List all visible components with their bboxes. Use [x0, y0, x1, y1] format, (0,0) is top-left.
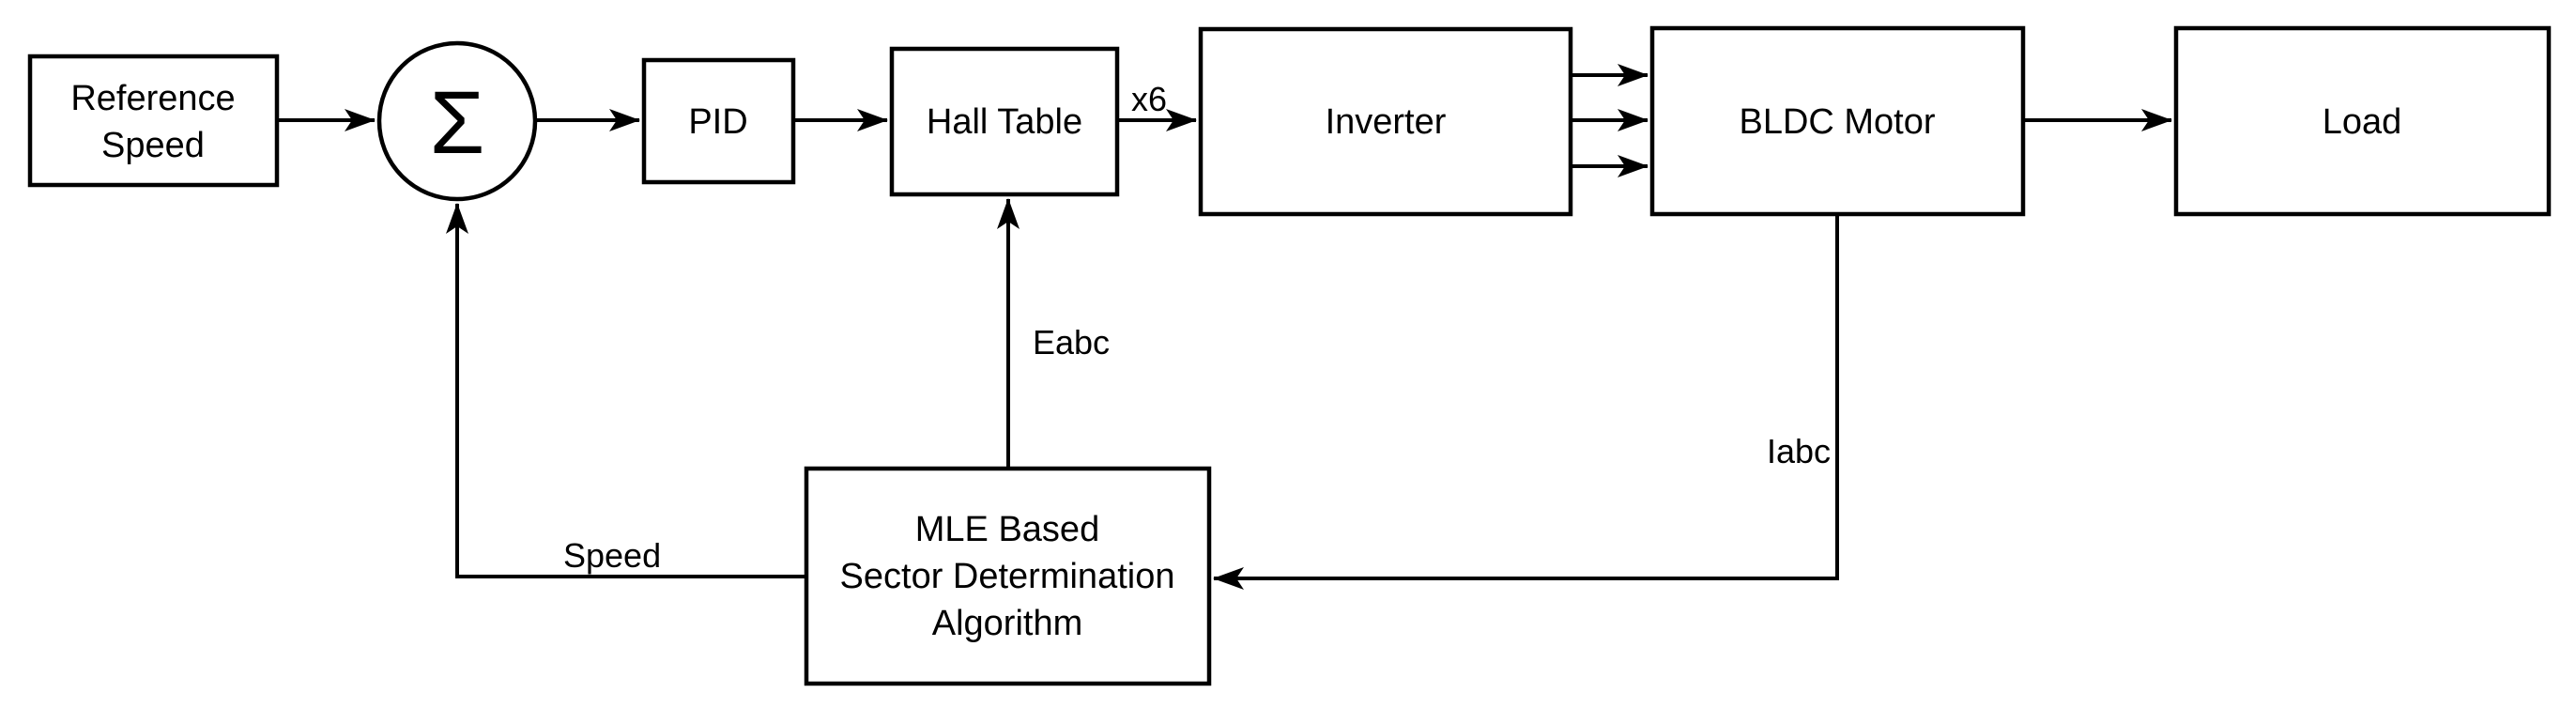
edge-bldc-currents-to-mle — [1213, 214, 1839, 590]
node-bldc-motor: BLDC Motor — [1649, 25, 2026, 217]
node-sum-junction: Σ — [376, 40, 538, 202]
edge-mle-speed-to-sum — [446, 203, 806, 578]
pid-label: PID — [688, 102, 747, 142]
node-mle-algorithm: MLE Based Sector Determination Algorithm — [804, 466, 1212, 686]
signal-labels: x6 Eabc Iabc Speed — [563, 80, 1831, 575]
node-pid: PID — [641, 57, 796, 185]
mle-algorithm-label-line3: Algorithm — [932, 604, 1083, 643]
speed-signal-label: Speed — [563, 536, 661, 575]
reference-speed-label-line1: Reference — [70, 79, 235, 118]
inverter-label: Inverter — [1326, 102, 1447, 142]
inverter-box — [1198, 26, 1573, 217]
hall-table-label: Hall Table — [927, 102, 1082, 142]
eabc-signal-label: Eabc — [1033, 323, 1110, 362]
mle-algorithm-label-line2: Sector Determination — [840, 557, 1175, 596]
node-load: Load — [2173, 25, 2552, 217]
connectors — [277, 64, 2172, 590]
node-reference-speed: Reference Speed — [27, 54, 280, 188]
node-inverter: Inverter — [1198, 26, 1573, 217]
sigma-symbol: Σ — [430, 73, 485, 173]
reference-speed-box — [27, 54, 280, 188]
load-box — [2173, 25, 2552, 217]
reference-speed-label-line2: Speed — [101, 126, 205, 165]
node-hall-table: Hall Table — [889, 46, 1120, 197]
mle-algorithm-label-line1: MLE Based — [915, 510, 1099, 549]
pid-box — [641, 57, 796, 185]
x6-gain-label: x6 — [1131, 80, 1167, 118]
sum-junction-circle — [376, 40, 538, 202]
iabc-signal-label: Iabc — [1767, 432, 1831, 470]
bldc-motor-label: BLDC Motor — [1739, 102, 1935, 142]
hall-table-box — [889, 46, 1120, 197]
mle-algorithm-box — [804, 466, 1212, 686]
load-label: Load — [2323, 102, 2402, 142]
bldc-motor-box — [1649, 25, 2026, 217]
